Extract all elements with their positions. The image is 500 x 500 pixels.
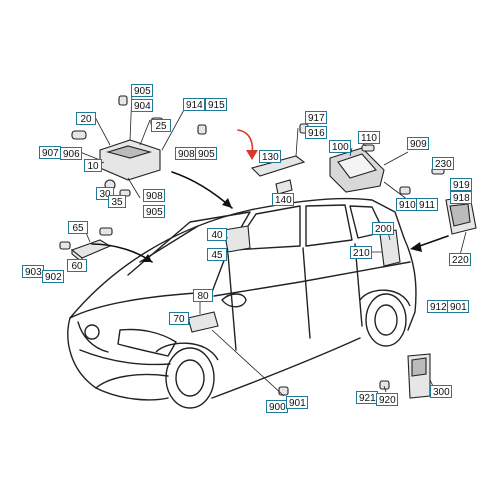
label-25: 25 [151, 119, 171, 132]
label-912: 912 [427, 300, 449, 313]
label-220: 220 [449, 253, 471, 266]
label-905-left: 905 [143, 205, 165, 218]
label-35: 35 [108, 195, 126, 208]
label-300: 300 [430, 385, 452, 398]
car-outline [67, 197, 417, 401]
label-906: 906 [60, 147, 82, 160]
label-905-right: 905 [195, 147, 217, 160]
label-908-left: 908 [143, 189, 165, 202]
label-915: 915 [205, 98, 227, 111]
label-65: 65 [68, 221, 88, 234]
label-230: 230 [432, 157, 454, 170]
label-45: 45 [207, 248, 227, 261]
label-903: 903 [22, 265, 44, 278]
label-40: 40 [207, 228, 227, 241]
label-80: 80 [193, 289, 213, 302]
label-904: 904 [131, 99, 153, 112]
label-919: 919 [450, 178, 472, 191]
label-70: 70 [169, 312, 189, 325]
label-10: 10 [84, 159, 102, 172]
label-918: 918 [450, 191, 472, 204]
label-130: 130 [259, 150, 281, 163]
component-sketches [59, 95, 477, 399]
label-901-right: 901 [447, 300, 469, 313]
label-916: 916 [305, 126, 327, 139]
label-210: 210 [350, 246, 372, 259]
front-wheel [155, 342, 219, 409]
label-200: 200 [372, 222, 394, 235]
label-60: 60 [67, 259, 87, 272]
label-110: 110 [358, 131, 380, 144]
label-901-bottom: 901 [286, 396, 308, 409]
label-140: 140 [272, 193, 294, 206]
rear-wheel [359, 289, 411, 347]
arrow-heads [142, 198, 422, 262]
label-910: 910 [396, 198, 418, 211]
label-909: 909 [407, 137, 429, 150]
label-905-top: 905 [131, 84, 153, 97]
label-900: 900 [266, 400, 288, 413]
label-907: 907 [39, 146, 61, 159]
label-917: 917 [305, 111, 327, 124]
label-20: 20 [76, 112, 96, 125]
label-911: 911 [416, 198, 438, 211]
label-100: 100 [329, 140, 351, 153]
label-908-right: 908 [175, 147, 197, 160]
label-921: 921 [356, 391, 378, 404]
label-914: 914 [183, 98, 205, 111]
label-920: 920 [376, 393, 398, 406]
label-902: 902 [42, 270, 64, 283]
red-arrow-head [246, 150, 258, 160]
